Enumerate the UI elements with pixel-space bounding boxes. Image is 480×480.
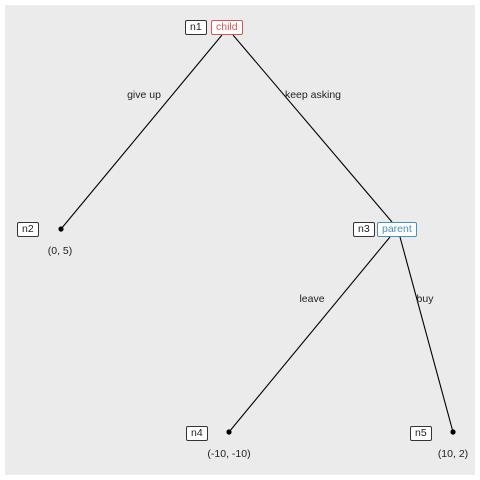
node-id-n5: n5 bbox=[410, 426, 432, 441]
payoff-n2: (0, 5) bbox=[48, 245, 73, 257]
node-id-n4: n4 bbox=[186, 426, 208, 441]
edge-label-buy: buy bbox=[417, 293, 435, 305]
edge-give-up bbox=[60, 34, 223, 230]
edge-buy bbox=[399, 236, 454, 433]
player-label-child: child bbox=[211, 20, 243, 35]
node-id-n1: n1 bbox=[185, 20, 207, 35]
terminal-dot-n2 bbox=[58, 226, 64, 232]
plot-panel bbox=[5, 5, 475, 475]
payoff-n5: (10, 2) bbox=[438, 448, 468, 460]
edge-leave bbox=[228, 236, 391, 433]
node-id-n3: n3 bbox=[353, 222, 375, 237]
edge-label-leave: leave bbox=[299, 293, 324, 305]
terminal-dot-n4 bbox=[226, 429, 232, 435]
edge-label-give-up: give up bbox=[127, 89, 161, 101]
edge-keep-asking bbox=[232, 34, 393, 223]
terminal-dot-n5 bbox=[450, 429, 456, 435]
payoff-n4: (-10, -10) bbox=[207, 448, 250, 460]
player-label-parent: parent bbox=[377, 222, 417, 237]
edge-label-keep-asking: keep asking bbox=[285, 89, 341, 101]
node-id-n2: n2 bbox=[17, 222, 39, 237]
